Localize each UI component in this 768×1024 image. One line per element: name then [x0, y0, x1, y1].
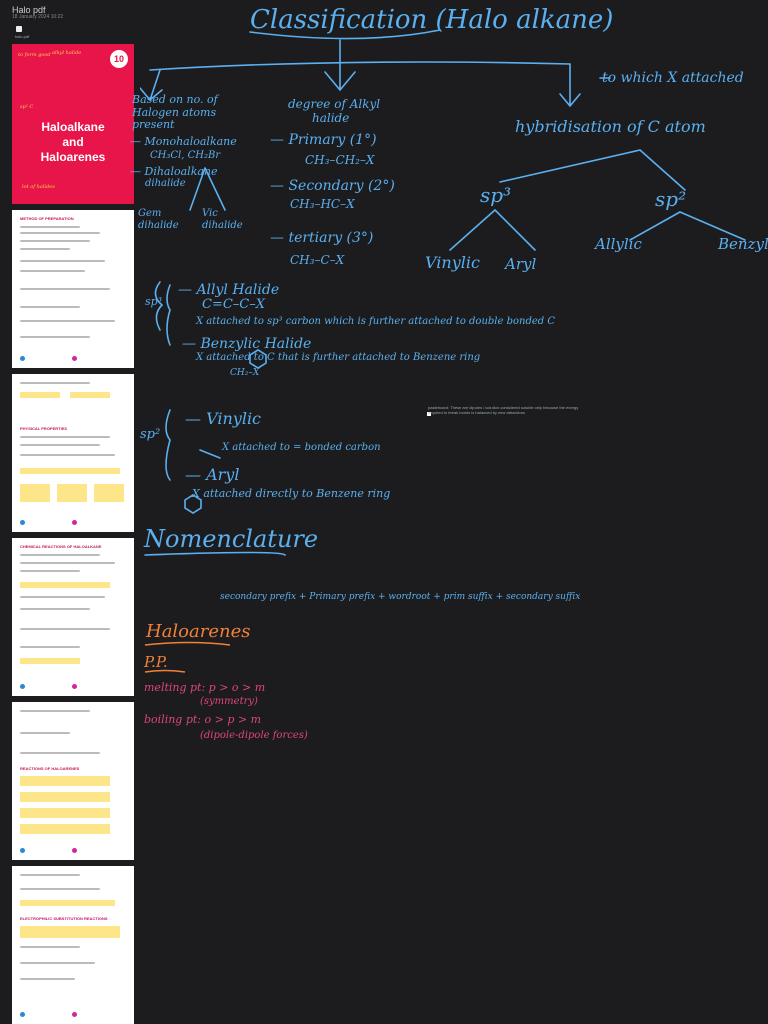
primary-example: CH₃–CH₂–X	[305, 153, 375, 167]
degree-of-alkyl-halide: degree of Alkyl halide	[288, 97, 381, 125]
document-title[interactable]: Halo pdf	[12, 5, 46, 15]
pasted-note: pasteboard: These are dipoles / solution…	[428, 405, 579, 415]
haloarenes-heading: Haloarenes	[146, 621, 251, 642]
ink-strokes	[140, 29, 746, 673]
chapter-badge: 10	[110, 50, 128, 68]
tertiary: — tertiary (3°)	[270, 230, 374, 246]
to-which-x-attached: to which X attached	[602, 70, 744, 86]
monohaloalkane: — Monohaloalkane	[130, 135, 237, 148]
melting-point-note: (symmetry)	[200, 696, 258, 707]
sp2-hybrid: sp²	[655, 187, 687, 211]
attachment-name[interactable]: halo.pdf	[15, 34, 30, 39]
boiling-point: boiling pt: o > p > m	[144, 713, 262, 726]
dihalide: dihalide	[145, 178, 186, 189]
cover-title: Haloalkane and Haloarenes	[40, 120, 106, 164]
physical-properties-label: P.P.	[144, 653, 168, 671]
boiling-point-note: (dipole-dipole forces)	[200, 730, 308, 741]
handwritten-notes-canvas[interactable]: Classification (Halo alkane) Based on no…	[130, 0, 768, 1024]
benzylic-halide: — Benzylic Halide	[182, 336, 312, 352]
allylic-leaf: Allylic	[595, 235, 642, 253]
benzylic-formula: CH₂–X	[230, 368, 260, 378]
document-meta: 18 January 2024 10:22	[12, 14, 64, 20]
dihaloalkane: — Dihaloalkane	[130, 165, 218, 178]
thumbnail-page-4[interactable]: CHEMICAL REACTIONS OF HALOALKANE	[12, 538, 134, 696]
sp3-hybrid: sp³	[480, 183, 512, 207]
vinylic-leaf: Vinylic	[425, 253, 480, 272]
primary: — Primary (1°)	[270, 132, 377, 148]
benzylic-description: X attached to C that is further attached…	[196, 352, 481, 363]
melting-point: melting pt: p > o > m	[144, 681, 266, 694]
allyl-halide: — Allyl Halide	[178, 282, 280, 298]
thumbnail-page-3[interactable]: PHYSICAL PROPERTIES	[12, 374, 134, 532]
aryl-description: X attached directly to Benzene ring	[192, 487, 391, 500]
notes-title: Classification (Halo alkane)	[250, 5, 614, 35]
thumbnail-page-1[interactable]: 10 to form good alkyl halide sp² C Haloa…	[12, 44, 134, 204]
branch-halogen-count: Based on no. of Halogen atoms present	[132, 93, 218, 132]
aryl-leaf: Aryl	[505, 255, 537, 273]
benzylic-leaf: Benzylic	[718, 235, 768, 253]
aryl-item: — Aryl	[185, 465, 240, 484]
sp2-brace-label: sp²	[140, 427, 161, 442]
nomenclature-formula: secondary prefix + Primary prefix + word…	[220, 592, 581, 602]
file-icon[interactable]	[16, 26, 22, 32]
thumbnail-page-5[interactable]: REACTIONS OF HALOARENES	[12, 702, 134, 860]
vinylic-item: — Vinylic	[185, 409, 262, 428]
nomenclature-heading: Nomenclature	[144, 525, 319, 553]
sp3-brace-label: sp³	[145, 295, 163, 308]
top-bar: Halo pdf 18 January 2024 10:22 halo.pdf	[0, 0, 768, 40]
vinylic-description: X attached to = bonded carbon	[222, 442, 381, 453]
secondary-example: CH₃–HC–X	[290, 197, 355, 211]
monohaloalkane-example: CH₃Cl, CH₂Br	[150, 150, 221, 161]
thumbnail-page-2[interactable]: METHOD OF PREPARATION	[12, 210, 134, 368]
hybridisation-heading: hybridisation of C atom	[515, 117, 706, 136]
thumbnail-page-6[interactable]: ELECTROPHILIC SUBSTITUTION REACTIONS	[12, 866, 134, 1024]
allyl-description: X attached to sp³ carbon which is furthe…	[196, 316, 555, 327]
tertiary-example: CH₃–C–X	[290, 253, 345, 267]
checkbox-icon[interactable]	[427, 412, 431, 416]
secondary: — Secondary (2°)	[270, 178, 395, 194]
allyl-formula: C=C–C–X	[202, 297, 265, 312]
